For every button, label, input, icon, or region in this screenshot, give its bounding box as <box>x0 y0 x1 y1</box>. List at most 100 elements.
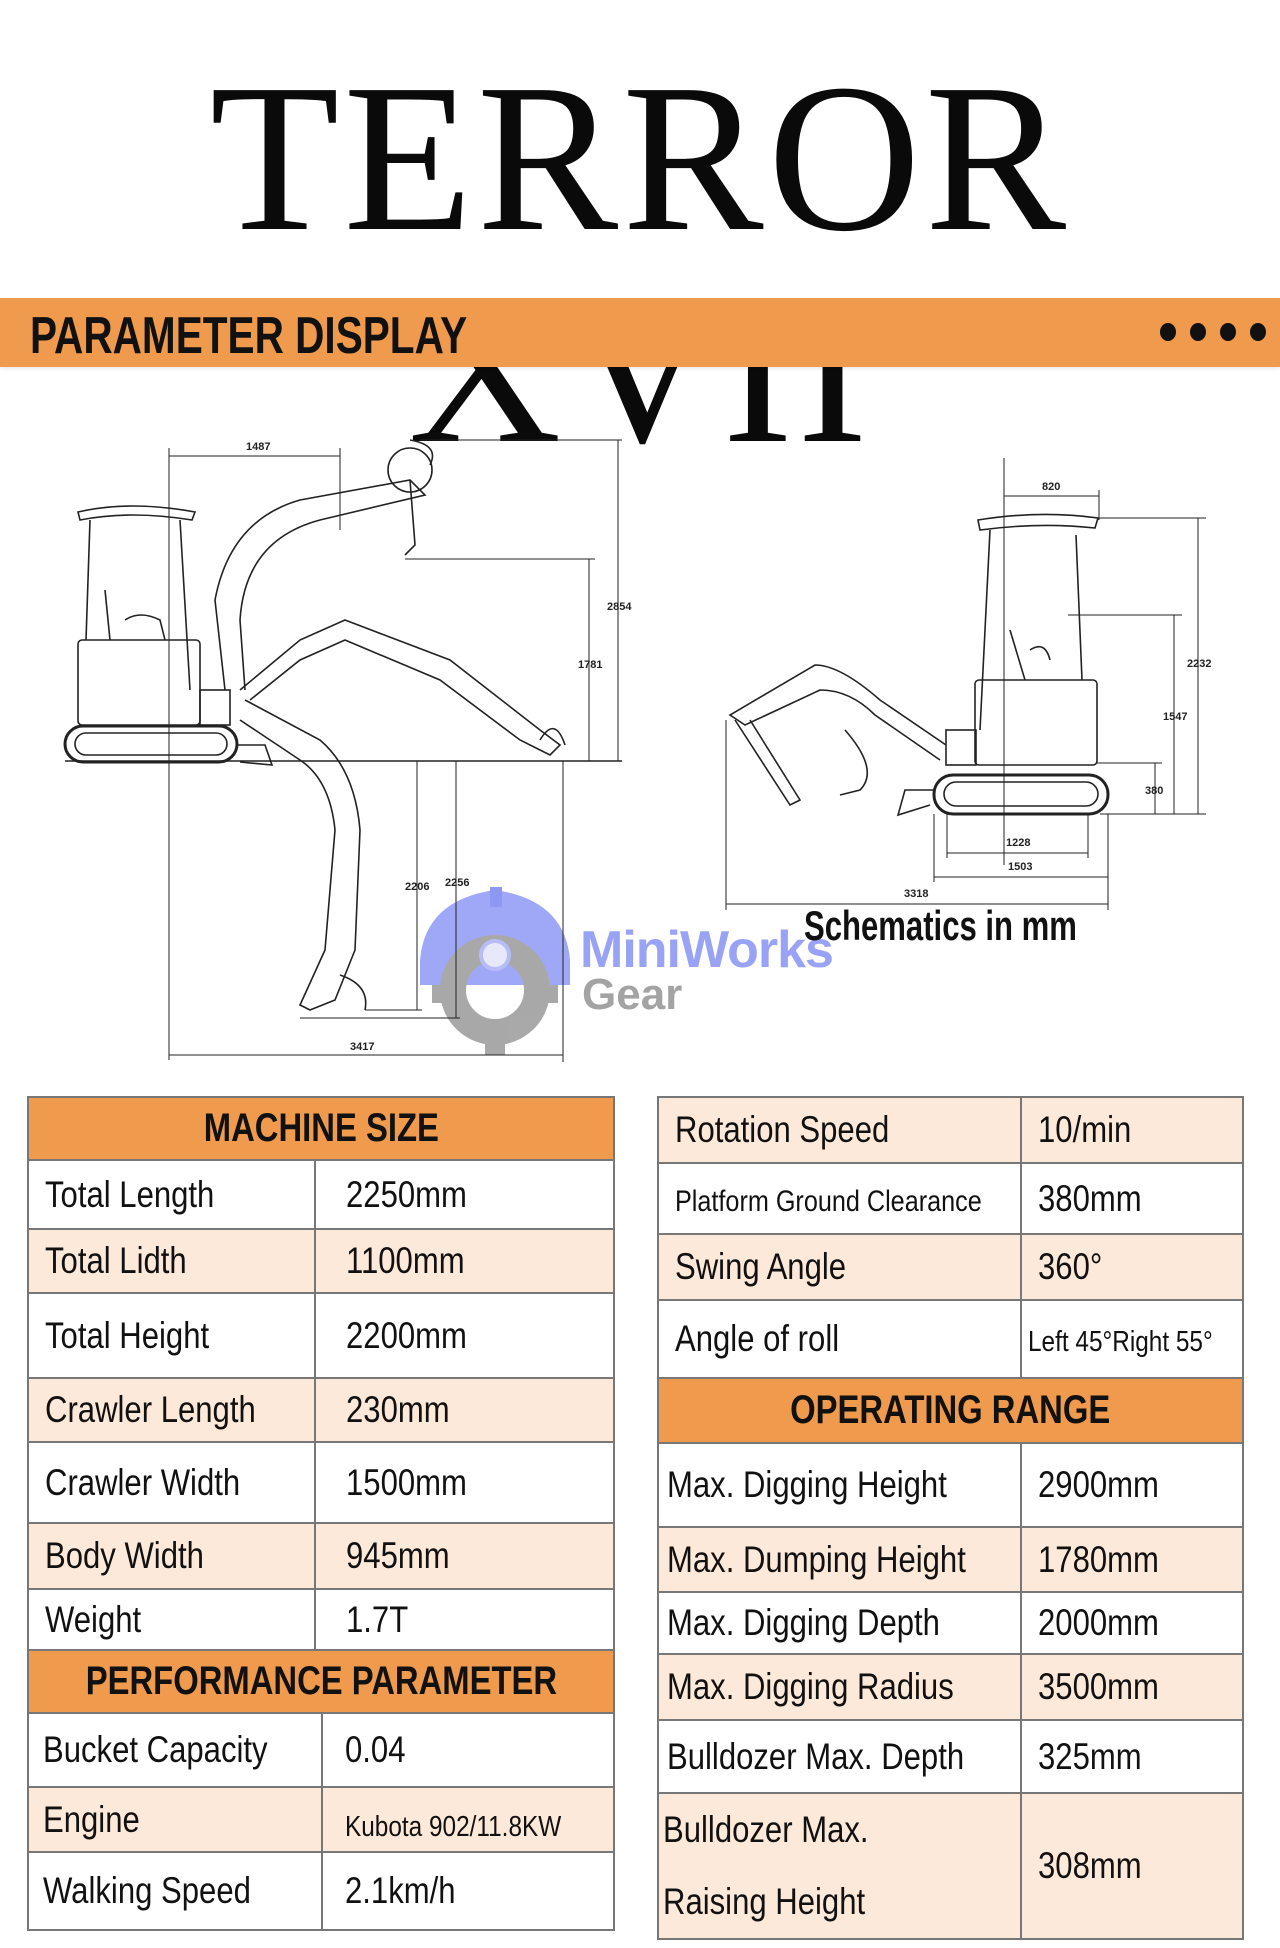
table-row: Swing Angle 360° <box>657 1233 1244 1301</box>
dot-icon <box>1160 323 1176 341</box>
table-cell: MACHINE SIZE <box>27 1096 615 1161</box>
banner-label: PARAMETER DISPLAY <box>30 307 468 365</box>
table-row: Engine Kubota 902/11.8KW <box>27 1786 615 1853</box>
row-value: 1100mm <box>346 1240 465 1281</box>
table-cell: Bucket Capacity <box>27 1712 323 1788</box>
table-cell: 1100mm <box>314 1228 615 1294</box>
rotation-operating-table: Rotation Speed 10/min Platform Ground Cle… <box>657 1096 1244 1940</box>
table-cell: 2200mm <box>314 1292 615 1379</box>
row-value: 1.7T <box>346 1598 409 1640</box>
table-row: Platform Ground Clearance 380mm <box>657 1162 1244 1235</box>
performance-table: Bucket Capacity 0.04 Engine Kubota 902/11.… <box>27 1712 615 1931</box>
dot-icon <box>1190 323 1206 341</box>
table-cell: Swing Angle <box>657 1233 1022 1301</box>
row-label: Bulldozer Max. Depth <box>667 1735 965 1777</box>
table-cell: Max. Digging Radius <box>657 1653 1022 1721</box>
table-cell: Max. Digging Depth <box>657 1591 1022 1655</box>
table-row: Angle of roll Left 45°Right 55° <box>657 1299 1244 1379</box>
row-label: Swing Angle <box>675 1246 847 1287</box>
row-label: Bulldozer Max. <box>663 1809 869 1850</box>
operating-range-header: OPERATING RANGE <box>790 1388 1111 1432</box>
row-value: 230mm <box>346 1389 450 1430</box>
table-row: Rotation Speed 10/min <box>657 1096 1244 1164</box>
dim-label: 380 <box>1145 785 1163 797</box>
table-cell: 1780mm <box>1020 1526 1244 1593</box>
table-cell: Body Width <box>27 1522 316 1590</box>
table-row: Max. Dumping Height 1780mm <box>657 1526 1244 1593</box>
row-value: 2200mm <box>346 1314 467 1356</box>
table-cell: 10/min <box>1020 1096 1244 1164</box>
table-cell: 2000mm <box>1020 1591 1244 1655</box>
section-banner: PARAMETER DISPLAY <box>0 298 1280 367</box>
row-label: Bucket Capacity <box>43 1729 268 1770</box>
table-cell: Max. Dumping Height <box>657 1526 1022 1593</box>
dim-label: 820 <box>1042 481 1060 493</box>
row-label: Body Width <box>45 1535 204 1576</box>
table-cell: 1.7T <box>314 1588 615 1651</box>
table-row: Weight 1.7T <box>27 1588 615 1651</box>
dim-label: 1547 <box>1163 711 1187 723</box>
machine-size-header: MACHINE SIZE <box>203 1106 439 1150</box>
decorative-dots <box>1160 323 1266 341</box>
row-label: Raising Height <box>663 1881 866 1922</box>
table-cell: Angle of roll <box>657 1299 1022 1379</box>
dim-label: 2854 <box>607 601 632 613</box>
dim-label: 3417 <box>350 1041 374 1053</box>
dim-label: 2256 <box>445 877 469 889</box>
dim-label: 2232 <box>1187 658 1211 670</box>
table-cell: Engine <box>27 1786 323 1853</box>
table-cell: Weight <box>27 1588 316 1651</box>
side-view-2-drawing <box>725 458 1206 910</box>
dim-label: 1487 <box>246 441 270 453</box>
table-cell: 0.04 <box>321 1712 615 1788</box>
table-cell: Left 45°Right 55° <box>1020 1299 1244 1379</box>
table-cell: 360° <box>1020 1233 1244 1301</box>
schematic-drawings: 1487 2854 1781 2206 2256 3417 <box>63 439 1211 1062</box>
table-row: Walking Speed 2.1km/h <box>27 1851 615 1931</box>
watermark-text: MiniWorks <box>580 921 834 979</box>
row-value: 945mm <box>346 1535 450 1576</box>
row-value: 2.1km/h <box>345 1870 456 1911</box>
table-cell: Rotation Speed <box>657 1096 1022 1164</box>
performance-header: PERFORMANCE PARAMETER <box>85 1659 557 1703</box>
table-cell: 2.1km/h <box>321 1851 615 1931</box>
table-cell: 945mm <box>314 1522 615 1590</box>
row-value: Left 45°Right 55° <box>1028 1326 1213 1358</box>
row-label: Rotation Speed <box>675 1109 890 1150</box>
table-header: OPERATING RANGE <box>657 1377 1244 1444</box>
row-value: 1780mm <box>1038 1538 1159 1580</box>
row-label: Total Height <box>45 1314 210 1356</box>
table-cell: Kubota 902/11.8KW <box>321 1786 615 1853</box>
dot-icon <box>1250 323 1266 341</box>
table-cell: OPERATING RANGE <box>657 1377 1244 1444</box>
row-label: Angle of roll <box>675 1318 840 1359</box>
schematics-caption: Schematics in mm <box>804 902 1077 949</box>
table-cell: Walking Speed <box>27 1851 323 1931</box>
row-value: 2000mm <box>1038 1602 1159 1643</box>
row-label: Walking Speed <box>43 1870 251 1911</box>
table-cell: 3500mm <box>1020 1653 1244 1721</box>
dot-icon <box>1220 323 1236 341</box>
row-label: Engine <box>43 1798 140 1840</box>
table-cell: 230mm <box>314 1377 615 1443</box>
table-cell: 2250mm <box>314 1159 615 1230</box>
row-value: 10/min <box>1038 1109 1132 1150</box>
row-value: 325mm <box>1038 1735 1142 1777</box>
row-label: Crawler Width <box>45 1461 241 1503</box>
table-cell: PERFORMANCE PARAMETER <box>27 1649 615 1714</box>
table-cell: Bulldozer Max. Raising Height <box>657 1792 1022 1940</box>
table-cell: Platform Ground Clearance <box>657 1162 1022 1235</box>
row-label: Max. Digging Height <box>667 1464 947 1505</box>
product-title: TERROR XVII <box>209 40 1071 487</box>
table-row: Bucket Capacity 0.04 <box>27 1712 615 1788</box>
table-header: PERFORMANCE PARAMETER <box>27 1649 615 1714</box>
row-value: 380mm <box>1038 1177 1142 1219</box>
table-cell: Crawler Width <box>27 1441 316 1524</box>
